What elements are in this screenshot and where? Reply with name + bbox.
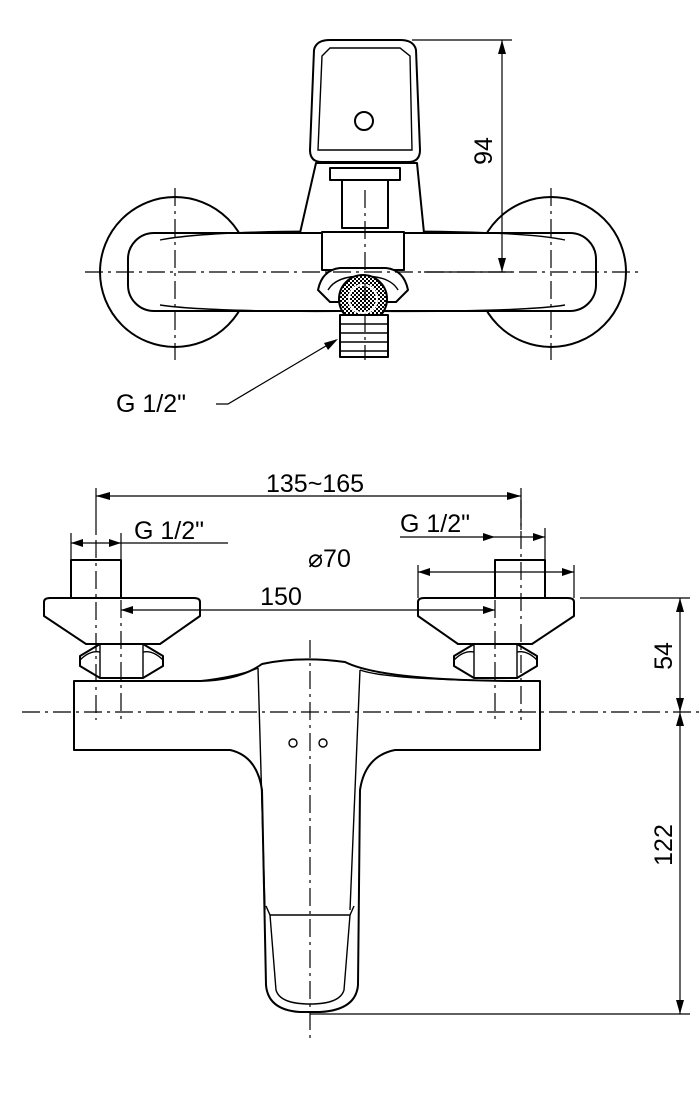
left-hex-nut (79, 643, 164, 679)
lever-dot-right (318, 738, 328, 748)
right-inlet-thread-label: G 1/2" (400, 510, 470, 538)
dim-54: 54 (650, 642, 678, 670)
front-view: 135~165 G 1/2" G 1/2" ⌀70 150 (22, 470, 700, 1040)
dim-135-165: 135~165 (266, 470, 364, 498)
dim-122: 122 (650, 824, 678, 866)
lever-screw-hole (354, 111, 374, 131)
left-inlet-thread-label: G 1/2" (134, 517, 204, 545)
right-wall-flange (417, 597, 575, 645)
dim-94: 94 (470, 137, 498, 165)
right-inlet-thread (494, 559, 546, 601)
top-view: 94 G 1/2" (85, 39, 640, 418)
dim-150: 150 (260, 583, 302, 611)
mixer-body-front (73, 658, 541, 1013)
lever-lower-block (265, 905, 355, 916)
cover-diameter-label: ⌀70 (308, 545, 351, 573)
lever-handle-top (309, 39, 421, 163)
lever-dot-left (288, 738, 298, 748)
right-hex-nut (453, 643, 538, 679)
outlet-thread-stub (339, 314, 389, 358)
outlet-thread-label: G 1/2" (116, 390, 186, 418)
left-wall-flange (43, 597, 201, 645)
